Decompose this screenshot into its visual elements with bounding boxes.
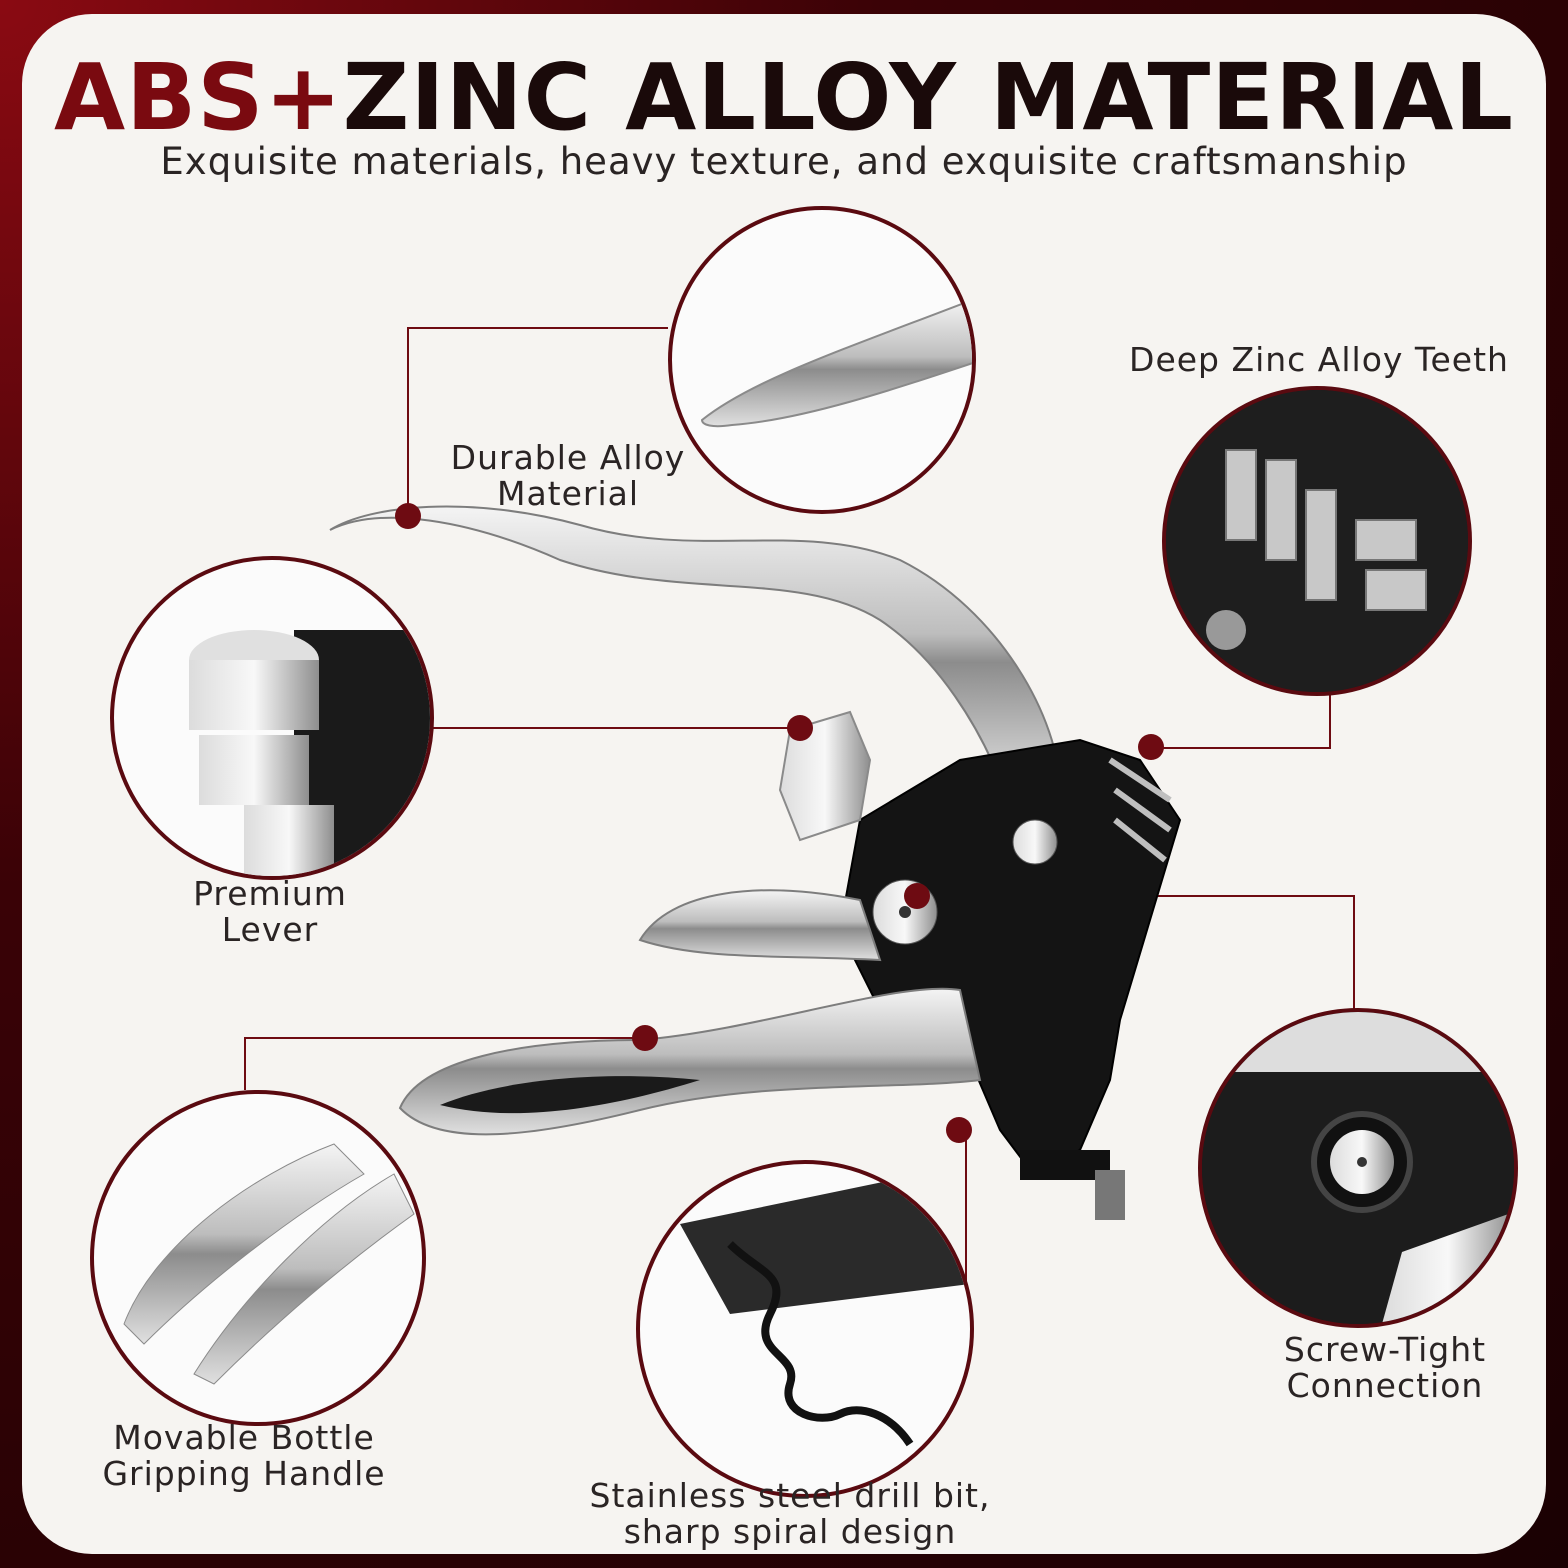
label-teeth: Deep Zinc Alloy Teeth <box>1129 340 1509 379</box>
page-subtitle: Exquisite materials, heavy texture, and … <box>160 140 1408 183</box>
grip-handle-shadow <box>440 1076 700 1114</box>
detail-circle-lever <box>110 556 434 880</box>
callout-dot-drill <box>946 1117 972 1143</box>
detail-circle-screw <box>1198 1008 1518 1328</box>
callout-dot-lever <box>787 715 813 741</box>
screw-head-upper <box>1012 819 1058 865</box>
callout-dot-durable <box>395 503 421 529</box>
label-handle: Movable Bottle Gripping Handle <box>102 1418 386 1493</box>
label-lever: Premium Lever <box>193 874 347 949</box>
black-body <box>838 738 1182 1172</box>
detail-circle-durable <box>668 206 976 514</box>
callout-dot-teeth <box>1138 734 1164 760</box>
lever-knob <box>778 710 872 842</box>
callout-dot-screw <box>904 883 930 909</box>
callout-dot-handle <box>632 1025 658 1051</box>
detail-circle-drill <box>636 1160 974 1498</box>
cage-teeth <box>1108 757 1172 863</box>
upper-lever <box>329 505 1062 792</box>
page-title: ABS+ZINC ALLOY MATERIAL <box>0 48 1568 148</box>
grip-handle-lower <box>398 987 982 1136</box>
label-screw: Screw-Tight Connection <box>1283 1330 1487 1405</box>
connector-lines <box>244 327 1355 1309</box>
detail-circle-handle <box>90 1090 426 1426</box>
label-durable: Durable Alloy Material <box>450 438 686 513</box>
drill-tip <box>1095 1170 1125 1220</box>
grip-handle-upper <box>638 889 882 962</box>
detail-circle-teeth <box>1162 386 1472 696</box>
title-rest: ZINC ALLOY MATERIAL <box>342 44 1514 151</box>
title-accent: ABS+ <box>53 44 343 151</box>
label-drill: Stainless steel drill bit, sharp spiral … <box>589 1476 991 1551</box>
